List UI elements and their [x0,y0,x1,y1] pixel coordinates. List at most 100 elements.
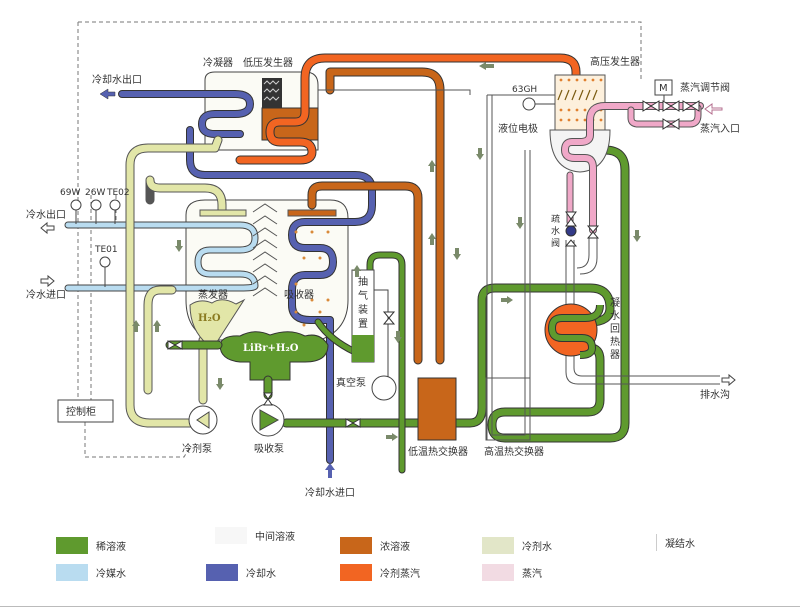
cooling-water-pipes [118,90,376,464]
absorber-libr-sump [219,331,329,381]
purge-unit-label-3: 装 [358,303,368,316]
motor-label: M [659,83,668,94]
evaporator-sprayer [199,209,247,217]
evaporator-h2o-label: H₂O [198,313,221,324]
sensor-63gh: 63GH [512,85,537,95]
flow-arrows [132,62,641,441]
legend-label: 冷媒水 [96,569,126,580]
legend-item-dilute-solution: 稀溶液 [56,537,126,554]
control-boundary [78,21,642,80]
legend-item-concentrated-solution: 浓溶液 [340,537,410,554]
drain-valve-body[interactable] [565,225,577,237]
refrigerant-water-pipes [125,135,227,428]
condensate-reheater-label-2: 水 [610,310,620,322]
drain-valves[interactable] [564,211,600,247]
sensors [70,97,555,287]
legend-item-intermediate-solution: 中间溶液 [215,527,295,544]
hp-generator-label: 高压发生器 [590,55,640,68]
refrigerant-vapor-pipes [235,53,581,165]
legend-swatch [56,537,88,554]
high-temp-heat-exchanger [485,377,531,441]
purge-unit-label-4: 置 [358,318,368,330]
absorbent-pump-symbol [259,409,280,431]
low-temp-hx-label: 低温热交换器 [408,445,468,458]
evaporator-h2o-sump [189,298,246,346]
hp-generator-lower-shell [549,129,611,173]
legend: 稀溶液 中间溶液 浓溶液 冷剂水 凝结水 冷媒水 冷却水 冷剂蒸汽 蒸汽 [0,527,800,587]
drain-label: 排水沟 [700,388,730,401]
drain-valve-label-1: 疏 [551,213,560,225]
sensor-te02: TE02 [106,188,130,198]
lp-generator-label: 低压发生器 [243,56,293,69]
condensate-pipes [565,238,720,385]
sensor-26w: 26W [85,188,105,198]
control-cabinet[interactable] [57,399,114,423]
chilled-water-pipes [64,221,259,292]
legend-label: 冷剂水 [522,542,552,553]
vacuum-line [374,289,389,380]
legend-label: 凝结水 [665,539,695,550]
purge-valve[interactable] [382,311,396,325]
absorber-sprayer [287,209,337,217]
legend-label: 中间溶液 [255,532,295,543]
hp-generator-fins [557,89,598,101]
legend-item-refrigerant-vapor: 冷剂蒸汽 [340,564,420,581]
lp-eliminator-waves [263,80,280,101]
legend-swatch [215,527,247,544]
line-valves[interactable] [167,340,361,428]
legend-swatch [482,564,514,581]
drain-valve-label-3: 阀 [551,238,560,249]
refrigerant-pump-symbol [196,411,210,429]
condensate-reheater-label-3: 回 [610,323,620,335]
evaporator-label: 蒸发器 [198,288,228,301]
level-electrode-label: 液位电极 [498,122,538,135]
legend-swatch [56,564,88,581]
libr-label: LiBr+H₂O [243,343,299,354]
condensate-reheater-label-1: 凝 [610,297,620,309]
cooling-water-inlet-arrow [325,463,335,478]
cooling-water-outlet-arrow [99,88,116,100]
chilled-water-outlet-arrow [40,221,55,235]
high-temp-hx-label: 高温热交换器 [484,445,544,458]
legend-label: 浓溶液 [380,542,410,553]
purge-unit-label-1: 抽 [358,275,368,288]
legend-label: 冷剂蒸汽 [380,569,420,580]
steam-inlet-label: 蒸汽入口 [700,122,740,135]
legend-swatch [482,537,514,554]
lp-generator-eliminator [262,78,282,108]
chilled-water-outlet-label: 冷水出口 [26,208,66,221]
condensate-reheater-label-5: 器 [610,349,620,361]
refrigerant-pump-label: 冷剂泵 [182,442,212,455]
condensate-reheater-label-4: 热 [610,335,620,348]
steam-inlet-arrow [704,103,723,115]
legend-label: 蒸汽 [522,569,542,580]
concentrated-solution-pipes [307,67,445,365]
purge-unit-label-2: 气 [358,289,368,302]
sensor-69w: 69W [60,188,80,198]
vacuum-pump[interactable] [371,375,397,401]
legend-swatch [340,537,372,554]
legend-item-cooling-water: 冷却水 [206,564,276,581]
bottom-divider [0,606,800,607]
drain-arrow [721,373,736,387]
condenser-label: 冷凝器 [203,56,233,69]
legend-item-steam: 蒸汽 [482,564,542,581]
control-line-bottom [84,422,191,458]
legend-swatch [340,564,372,581]
chilled-water-inlet-arrow [40,274,55,288]
absorber-label: 吸收器 [284,288,314,301]
vacuum-pump-label: 真空泵 [336,376,366,389]
legend-item-refrigerant-water: 冷剂水 [482,537,552,554]
legend-label: 冷却水 [246,569,276,580]
legend-swatch [206,564,238,581]
low-temp-heat-exchanger [417,377,457,441]
reheater-coil-fill [548,304,603,358]
steam-valves[interactable] [642,100,700,130]
eliminator [252,203,278,297]
cooling-water-outlet-label: 冷却水出口 [92,73,142,86]
hp-generator-body [554,74,606,131]
control-cabinet-label: 控制柜 [66,405,96,418]
absorbent-pump-label: 吸收泵 [254,442,284,455]
steam-control-valve-label: 蒸汽调节阀 [680,81,730,94]
